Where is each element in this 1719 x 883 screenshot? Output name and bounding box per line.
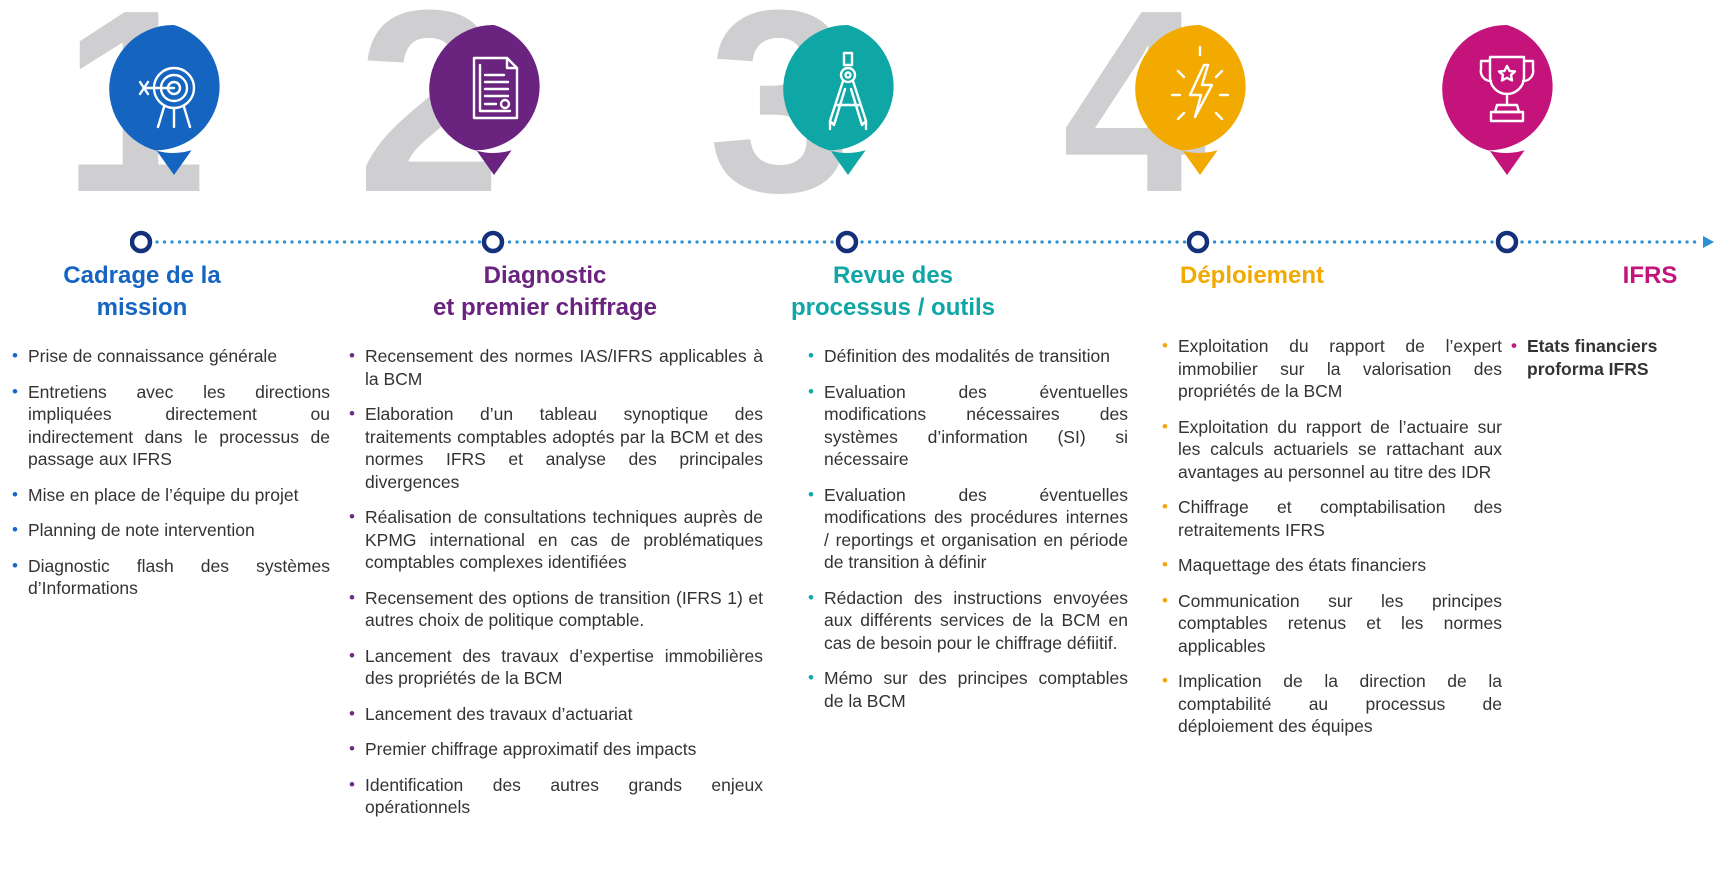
step-2-pin: [424, 25, 564, 190]
step-4-bullets: Exploitation du rapport de l’expert immo…: [1162, 335, 1502, 751]
list-item: Entretiens avec les directions impliquée…: [12, 381, 330, 471]
timeline-node-2: [481, 230, 505, 254]
list-item: Identification des autres grands enjeux …: [349, 774, 763, 819]
list-item: Exploitation du rapport de l’actuaire su…: [1162, 416, 1502, 484]
step-2-bullets: Recensement des normes IAS/IFRS applicab…: [349, 345, 763, 832]
list-item: Planning de note intervention: [12, 519, 330, 542]
step-4-title: Déploiement: [1179, 262, 1325, 289]
timeline-node-3: [835, 230, 859, 254]
step-1-bullets: Prise de connaissance générale Entretien…: [12, 345, 330, 613]
list-item: Définition des modalités de transition: [808, 345, 1128, 368]
list-item: Premier chiffrage approximatif des impac…: [349, 738, 763, 761]
timeline: [130, 230, 1715, 254]
list-item: Evaluation des éventuelles modifications…: [808, 484, 1128, 574]
list-item: Maquettage des états financiers: [1162, 554, 1502, 577]
list-item: Elaboration d’un tableau synoptique des …: [349, 403, 763, 493]
list-item: Recensement des normes IAS/IFRS applicab…: [349, 345, 763, 390]
list-item: Diagnostic flash des systèmes d’Informat…: [12, 555, 330, 600]
list-item: Rédaction des instructions envoyées aux …: [808, 587, 1128, 655]
list-item: Mémo sur des principes comptables de la …: [808, 667, 1128, 712]
list-item: Evaluation des éventuelles modifications…: [808, 381, 1128, 471]
step-3-bullets: Définition des modalités de transition E…: [808, 345, 1128, 725]
step-5-pin: [1437, 25, 1577, 190]
list-item: Lancement des travaux d’actuariat: [349, 703, 763, 726]
timeline-node-4: [1186, 230, 1210, 254]
list-item: Chiffrage et comptabilisation des retrai…: [1162, 496, 1502, 541]
list-item: Mise en place de l’équipe du projet: [12, 484, 330, 507]
list-item: Réalisation de consultations techniques …: [349, 506, 763, 574]
timeline-node-1: [130, 230, 153, 254]
lightning-icon: [1170, 45, 1230, 121]
step-1-pin: [104, 25, 244, 190]
list-item: Etats financiers proforma IFRS: [1511, 335, 1716, 380]
document-icon: [472, 56, 519, 120]
timeline-arrowhead: [1703, 236, 1714, 248]
list-item: Lancement des travaux d’expertise immobi…: [349, 645, 763, 690]
list-item: Prise de connaissance générale: [12, 345, 330, 368]
timeline-node-5: [1495, 230, 1519, 254]
step-5-title: IFRS: [1622, 262, 1678, 289]
step-3-pin: [778, 25, 918, 190]
list-item: Implication de la direction de la compta…: [1162, 670, 1502, 738]
trophy-icon: [1479, 55, 1535, 123]
list-item: Communication sur les principes comptabl…: [1162, 590, 1502, 658]
list-item: Recensement des options de transition (I…: [349, 587, 763, 632]
compass-icon: [828, 51, 868, 131]
step-4-pin: [1130, 25, 1270, 190]
target-icon: [138, 66, 196, 129]
list-item: Exploitation du rapport de l’expert immo…: [1162, 335, 1502, 403]
step-5-bullets: Etats financiers proforma IFRS: [1511, 335, 1716, 393]
